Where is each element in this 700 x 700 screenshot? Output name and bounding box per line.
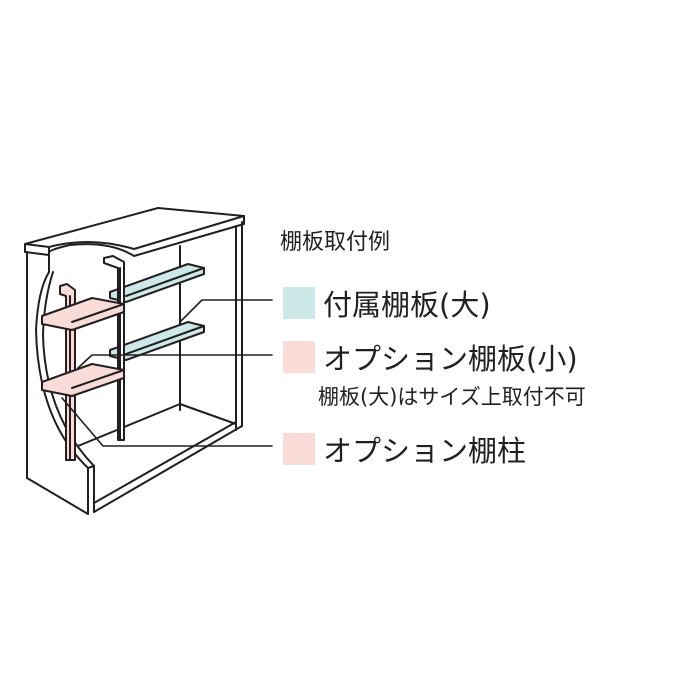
option-shelf-lower [41, 363, 125, 397]
legend-item-option-pillar: オプション棚柱 [283, 428, 526, 470]
leader-option-pillar [61, 397, 273, 447]
teal-swatch-icon [283, 287, 315, 319]
legend-label: オプション棚柱 [323, 434, 527, 468]
included-shelf-lower [109, 321, 205, 361]
legend-label: 付属棚板(大) [323, 288, 491, 322]
legend-label: オプション棚板(小) [323, 342, 578, 376]
standard-pillar [103, 255, 125, 441]
pink-swatch-icon [283, 433, 315, 465]
legend-item-included-shelf: 付属棚板(大) [283, 282, 491, 324]
leader-lines [61, 299, 273, 447]
option-shelf-top [41, 297, 125, 331]
top-board [24, 207, 245, 257]
leader-included-shelf [179, 299, 273, 323]
leader-option-shelf [77, 354, 273, 369]
included-shelf-top [109, 263, 205, 303]
pink-swatch-icon [283, 341, 315, 373]
legend-item-option-shelf: オプション棚板(小) [283, 336, 578, 378]
legend-note: 棚板(大)はサイズ上取付不可 [318, 385, 586, 409]
right-side-panel [235, 215, 245, 431]
legend-title: 棚板取付例 [280, 230, 391, 255]
bottom-board [77, 403, 243, 513]
